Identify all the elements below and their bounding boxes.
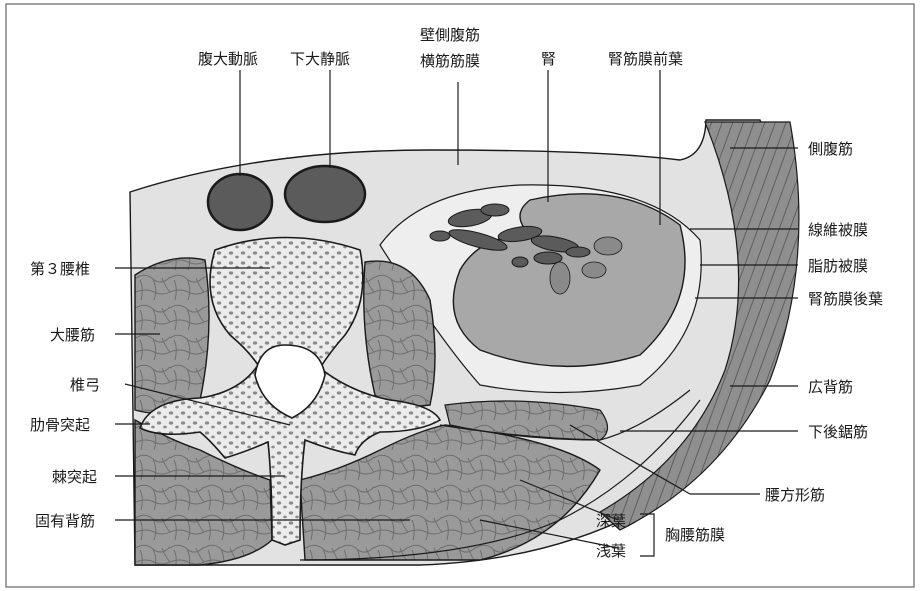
label-thoracolumbar-fascia: 胸腰筋膜 xyxy=(665,526,725,544)
label-l3: 第３腰椎 xyxy=(30,260,90,278)
label-fibrous-capsule: 線維被膜 xyxy=(808,221,868,239)
label-erector: 固有背筋 xyxy=(35,512,95,530)
psoas-major-left xyxy=(135,258,209,413)
label-vertebral-arch: 椎弓 xyxy=(70,376,100,394)
label-aorta: 腹大動脈 xyxy=(198,50,258,68)
label-posterior-renal-fascia: 腎筋膜後葉 xyxy=(808,290,883,308)
label-serratus: 下後鋸筋 xyxy=(808,423,868,441)
label-kidney: 腎 xyxy=(541,50,556,68)
label-parietal-1: 壁側腹筋 xyxy=(420,26,480,44)
label-anterior-renal-fascia: 腎筋膜前葉 xyxy=(608,50,683,68)
label-quadratus: 腰方形筋 xyxy=(765,486,825,504)
inferior-vena-cava xyxy=(285,166,365,222)
label-parietal-2: 横筋筋膜 xyxy=(420,52,480,70)
aorta xyxy=(208,174,272,230)
label-psoas: 大腰筋 xyxy=(50,326,95,344)
label-adipose-capsule: 脂肪被膜 xyxy=(808,257,868,275)
label-superficial-layer: 浅葉 xyxy=(596,542,626,560)
label-ivc: 下大静脈 xyxy=(290,50,350,68)
label-transverse-process: 肋骨突起 xyxy=(30,416,90,434)
label-latissimus: 広背筋 xyxy=(808,378,853,396)
label-deep-layer: 深葉 xyxy=(596,512,626,530)
label-spinous-process: 棘突起 xyxy=(52,468,97,486)
label-lateral-abdominal: 側腹筋 xyxy=(808,140,853,158)
